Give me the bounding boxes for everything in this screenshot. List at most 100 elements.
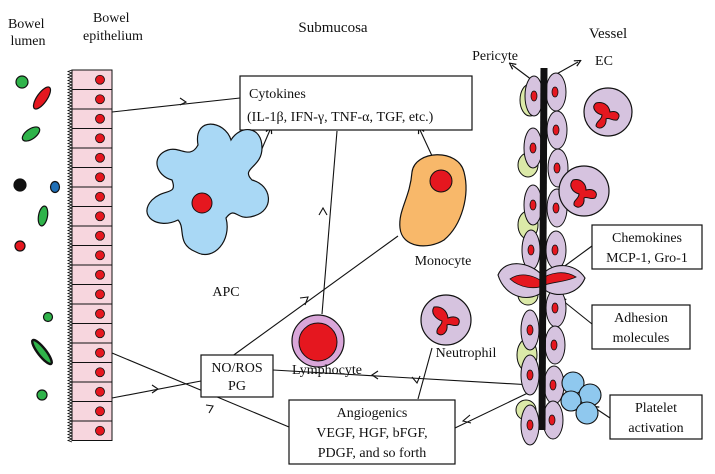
endothelial-nucleus bbox=[550, 339, 558, 351]
line-pericyte-pointer bbox=[512, 65, 533, 81]
neutrophil-nucleus bbox=[432, 306, 460, 336]
bacterium bbox=[32, 86, 52, 110]
line-epi-cytokines bbox=[111, 97, 241, 113]
adhesion-box: Adhesion molecules bbox=[591, 304, 691, 350]
endothelial-nucleus bbox=[529, 199, 537, 211]
endothelial-nucleus bbox=[552, 124, 560, 136]
epithelial-cell bbox=[71, 69, 113, 90]
angiogenics-line2: VEGF, HGF, bFGF, bbox=[316, 426, 427, 441]
noros-line1: NO/ROS bbox=[211, 361, 262, 376]
epithelial-nucleus bbox=[95, 94, 105, 105]
epithelial-nucleus bbox=[95, 230, 105, 241]
endothelial-nucleus bbox=[526, 419, 534, 431]
monocyte-label: Monocyte bbox=[415, 254, 472, 269]
endothelial-nucleus bbox=[551, 86, 559, 98]
line-adhesion-pointer bbox=[562, 300, 593, 325]
epithelial-cell bbox=[71, 245, 113, 266]
arrowhead bbox=[461, 414, 472, 424]
angiogenics-title: Angiogenics bbox=[337, 406, 408, 421]
apc-nucleus bbox=[191, 192, 213, 214]
platelet bbox=[560, 390, 582, 412]
arrowhead bbox=[371, 370, 379, 380]
bacterium bbox=[15, 75, 29, 89]
epithelial-nucleus bbox=[95, 386, 105, 397]
pericyte-label: Pericyte bbox=[472, 49, 518, 64]
platelet-line1: Platelet bbox=[635, 401, 677, 416]
epithelial-nucleus bbox=[95, 328, 105, 339]
neutrophil-nucleus bbox=[593, 102, 620, 129]
line-vessel-noros bbox=[272, 369, 533, 386]
line-chemokines-pointer bbox=[562, 245, 593, 268]
ec-label: EC bbox=[595, 54, 613, 69]
chemokines-title: Chemokines bbox=[612, 231, 682, 246]
arrowhead bbox=[205, 404, 214, 414]
bacterium bbox=[49, 180, 61, 194]
epithelial-nucleus bbox=[95, 172, 105, 183]
epithelial-cell bbox=[71, 362, 113, 383]
epithelial-cell bbox=[71, 264, 113, 285]
header-submucosa: Submucosa bbox=[298, 20, 368, 36]
endothelial-nucleus bbox=[526, 324, 534, 336]
header-vessel: Vessel bbox=[589, 26, 627, 42]
bacterium bbox=[31, 338, 53, 366]
microvilli-border bbox=[66, 69, 73, 443]
epithelial-cell bbox=[71, 108, 113, 129]
epithelial-cell bbox=[71, 206, 113, 227]
epithelial-nucleus bbox=[95, 191, 105, 202]
epithelial-nucleus bbox=[95, 289, 105, 300]
monocyte-nucleus bbox=[429, 169, 453, 193]
line-monocyte-cytokines bbox=[420, 130, 434, 159]
epithelial-nucleus bbox=[95, 347, 105, 358]
endothelial-nucleus bbox=[530, 90, 538, 102]
epithelial-nucleus bbox=[95, 133, 105, 144]
epithelial-nucleus bbox=[95, 113, 105, 124]
line-cytokines-lymphocyte bbox=[321, 130, 338, 315]
endothelial-nucleus bbox=[549, 379, 557, 391]
epithelial-nucleus bbox=[95, 406, 105, 417]
chemokines-box: Chemokines MCP-1, Gro-1 bbox=[591, 224, 703, 270]
neutrophil-cell: Neutrophil bbox=[420, 294, 497, 361]
epithelial-cell bbox=[71, 89, 113, 110]
endothelial-nucleus bbox=[551, 244, 559, 256]
apc-cell: APC bbox=[146, 123, 269, 300]
epithelial-nucleus bbox=[95, 269, 105, 280]
platelet bbox=[575, 401, 599, 425]
bacteria-group bbox=[13, 75, 61, 401]
header-bowel-epithelium: Bowel epithelium bbox=[83, 11, 143, 44]
cytokines-title: Cytokines bbox=[249, 87, 306, 102]
cytokines-list: (IL-1β, IFN-γ, TNF-α, TGF, etc.) bbox=[247, 110, 434, 125]
endothelial-nucleus bbox=[526, 369, 534, 381]
angiogenics-box: Angiogenics VEGF, HGF, bFGF, PDGF, and s… bbox=[288, 399, 456, 465]
lymphocyte-nucleus bbox=[298, 322, 338, 362]
monocyte-cell: Monocyte bbox=[399, 154, 472, 269]
bacterium bbox=[21, 126, 41, 142]
endothelial-nucleus bbox=[553, 162, 561, 174]
epithelial-nucleus bbox=[95, 308, 105, 319]
lymphocyte-label: Lymphocyte bbox=[292, 363, 362, 378]
angiogenics-line3: PDGF, and so forth bbox=[318, 446, 427, 461]
arrowhead bbox=[318, 206, 328, 216]
epithelial-nucleus bbox=[95, 367, 105, 378]
adhesion-line2: molecules bbox=[613, 331, 670, 346]
arrowhead bbox=[151, 384, 159, 394]
header-bowel-lumen: Bowel lumen bbox=[8, 17, 48, 49]
bacterium bbox=[42, 311, 54, 323]
neutrophil-label: Neutrophil bbox=[436, 346, 497, 361]
vessel-neutrophils bbox=[558, 87, 633, 217]
line-monocyte-noros bbox=[230, 235, 399, 358]
endothelial-nucleus bbox=[529, 142, 537, 154]
platelet-box: Platelet activation bbox=[609, 394, 703, 440]
epithelial-cell bbox=[71, 381, 113, 402]
bacterium bbox=[13, 178, 27, 192]
epithelial-nucleus bbox=[95, 425, 105, 436]
endothelial-nucleus bbox=[552, 202, 560, 214]
epithelial-cell bbox=[71, 284, 113, 305]
noros-box: NO/ROS PG bbox=[200, 354, 274, 398]
cytokines-box: Cytokines (IL-1β, IFN-γ, TNF-α, TGF, etc… bbox=[239, 75, 473, 131]
bacterium bbox=[37, 205, 49, 227]
epithelial-nucleus bbox=[95, 211, 105, 222]
epithelial-cell bbox=[71, 186, 113, 207]
epithelial-nucleus bbox=[95, 250, 105, 261]
